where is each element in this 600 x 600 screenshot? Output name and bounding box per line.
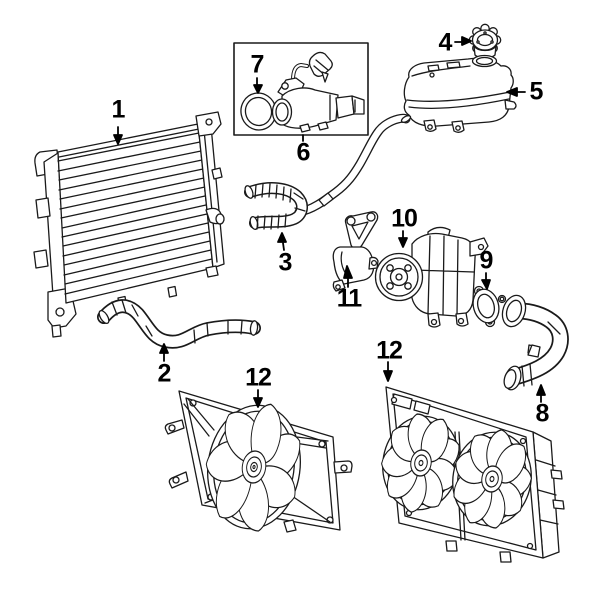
callout-3-upper-hose: 3 <box>278 248 293 277</box>
callout-4-reservoir-cap: 4 <box>438 28 453 57</box>
callout-11-pump-bracket: 11 <box>336 284 362 313</box>
callout-10-water-pump: 10 <box>391 204 418 233</box>
fan-module-left-drawing <box>164 390 353 533</box>
reservoir-cap-drawing <box>468 23 502 59</box>
callout-5-coolant-reservoir: 5 <box>529 77 544 106</box>
outlet-gasket-drawing <box>472 285 500 328</box>
callout-2-lower-hose: 2 <box>157 359 172 388</box>
water-outlet-tube-drawing <box>497 294 569 391</box>
callout-1-radiator: 1 <box>111 95 126 124</box>
callout-8-outlet-tube: 8 <box>535 399 550 428</box>
upper-hose-drawing <box>244 113 412 230</box>
callout-7-thermostat-seal: 7 <box>250 50 265 79</box>
radiator-drawing <box>33 111 225 338</box>
pump-bracket-drawing <box>332 211 379 292</box>
callout-9-outlet-gasket: 9 <box>479 246 494 275</box>
thermostat-housing-drawing <box>271 51 365 133</box>
thermostat-seal-drawing <box>240 92 277 131</box>
thermostat-box <box>233 42 369 136</box>
fan-module-right-drawing <box>381 386 565 563</box>
callout-arrows <box>113 36 546 408</box>
lower-hose-drawing <box>97 299 261 349</box>
callout-12-fan-module-right: 12 <box>376 336 403 365</box>
water-pump-drawing <box>374 226 489 328</box>
callout-6-thermostat-housing: 6 <box>296 138 311 167</box>
callout-12-fan-module-left: 12 <box>245 363 272 392</box>
coolant-reservoir-drawing <box>403 54 517 133</box>
